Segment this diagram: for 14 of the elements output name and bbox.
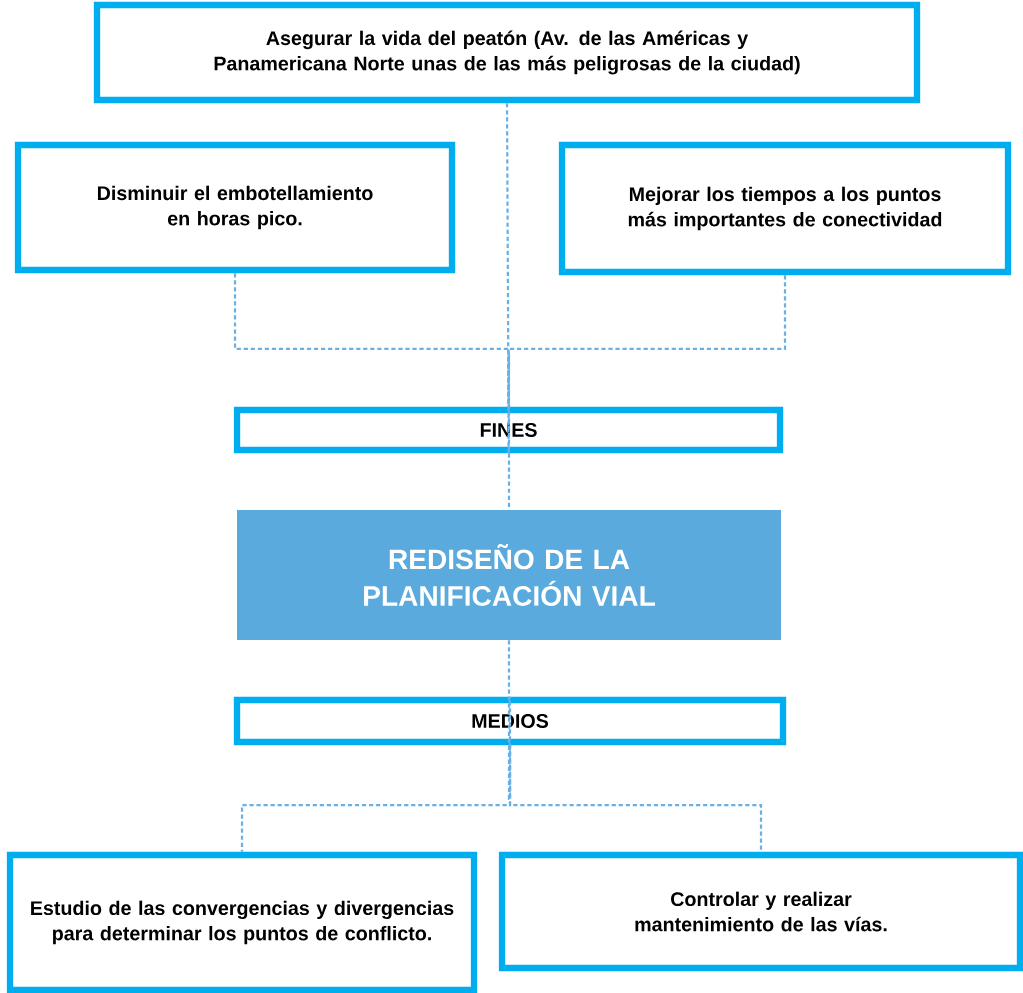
connector-line	[507, 640, 512, 800]
connector-line	[507, 354, 511, 510]
label-band: MEDIOS	[233, 696, 787, 746]
text-box: Disminuir el embotellamiento en horas pico.	[14, 141, 456, 274]
label-band: FINES	[233, 406, 784, 454]
text-box: Mejorar los tiempos a los puntos más importantes de conectividad	[558, 141, 1012, 276]
connector-line	[507, 275, 787, 407]
connector-line	[508, 745, 763, 852]
title-box: REDISEÑO DE LA PLANIFICACIÓN VIAL	[237, 510, 781, 640]
text-box: Controlar y realizar mantenimiento de las vías.	[498, 851, 1023, 972]
text-box: Asegurar la vida del peatón (Av. de las Américas y Panamericana Norte unas de las más peligrosas de la ciudad)	[93, 1, 921, 104]
text-box: Estudio de las convergencias y divergencias para determinar los puntos de conflicto.	[6, 851, 478, 993]
connector-line	[505, 103, 510, 407]
connector-line	[233, 273, 510, 407]
